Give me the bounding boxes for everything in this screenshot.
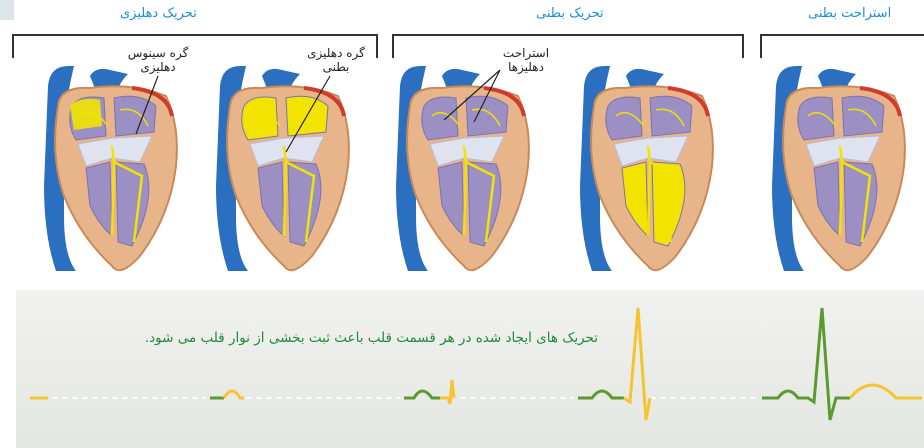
heart-atria-excited: [216, 66, 349, 271]
heart-atrial-rest: [396, 66, 529, 271]
sa-node-region: [70, 99, 102, 130]
heart-illustrations: [0, 0, 924, 290]
callout-sa-node: گره سینوس دهلیزی: [118, 46, 198, 74]
callout-av-node: گره دهلیزی بطنی: [298, 46, 374, 74]
callout-sa-node-text: گره سینوس دهلیزی: [128, 46, 189, 74]
heart-ventricular-rest: [772, 66, 905, 271]
heart-sa-node-firing: [44, 66, 177, 271]
caption: تحریک های ایجاد شده در هر قسمت قلب باعث …: [88, 330, 598, 346]
left-atrium: [842, 96, 884, 136]
left-atrium: [114, 96, 156, 136]
callout-atrial-rest-text: استراحت دهلیزها: [503, 46, 549, 74]
ecg-band: [16, 290, 924, 448]
left-atrium: [466, 96, 508, 136]
callout-av-node-text: گره دهلیزی بطنی: [307, 46, 365, 74]
callout-atrial-rest: استراحت دهلیزها: [486, 46, 566, 74]
left-atrium: [650, 96, 692, 136]
heart-ventricles-excited: [580, 66, 713, 271]
